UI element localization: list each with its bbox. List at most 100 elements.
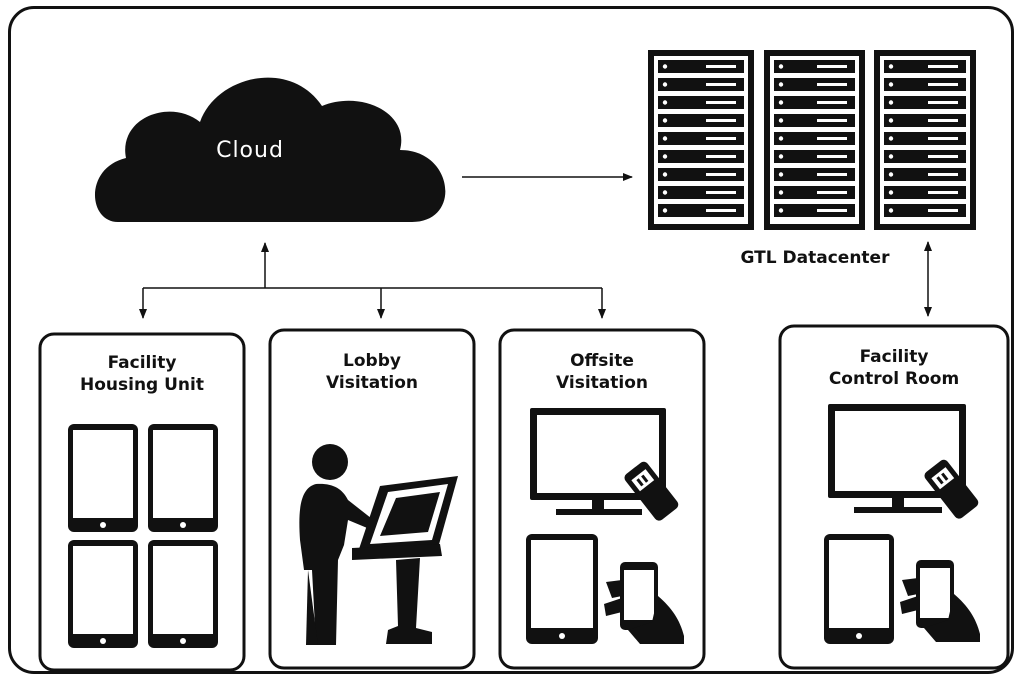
server-unit (658, 78, 744, 91)
server-vent (928, 65, 958, 68)
server-led (662, 136, 668, 141)
server-unit (774, 204, 855, 217)
server-unit (774, 132, 855, 145)
server-led (662, 154, 668, 159)
server-unit (774, 186, 855, 199)
server-unit (774, 114, 855, 127)
server-unit (658, 150, 744, 163)
server-vent (817, 209, 847, 212)
server-unit (658, 204, 744, 217)
server-led (778, 172, 784, 177)
server-vent (706, 173, 736, 176)
remote-control-icon (924, 459, 979, 519)
server-unit (884, 96, 966, 109)
diagram-frame (8, 6, 1014, 674)
server-unit (884, 168, 966, 181)
server-vent (817, 191, 847, 194)
server-led (778, 154, 784, 159)
datacenter-label: GTL Datacenter (740, 248, 890, 268)
server-unit (774, 150, 855, 163)
server-led (662, 82, 668, 87)
server-vent (928, 137, 958, 140)
server-unit (658, 114, 744, 127)
server-led (662, 100, 668, 105)
server-vent (817, 65, 847, 68)
server-led (662, 172, 668, 177)
person-at-kiosk-icon (299, 444, 458, 645)
server-led (662, 64, 668, 69)
cloud-icon (94, 77, 446, 222)
server-vent (928, 191, 958, 194)
server-unit (658, 60, 744, 73)
tablet-icon (68, 424, 138, 532)
server-vent (817, 155, 847, 158)
server-vent (817, 83, 847, 86)
panel-title-lobby: Lobby Visitation (326, 351, 418, 393)
hand-with-phone-icon (900, 560, 980, 642)
server-unit (884, 186, 966, 199)
server-led (778, 190, 784, 195)
tablet-icon (824, 534, 894, 644)
hand-with-phone-icon (604, 562, 684, 644)
panel-title-housing: Facility Housing Unit (79, 353, 204, 395)
server-led (778, 100, 784, 105)
server-vent (928, 83, 958, 86)
server-unit (774, 60, 855, 73)
server-unit (658, 168, 744, 181)
server-vent (706, 191, 736, 194)
panel-title-control: Facility Control Room (828, 347, 960, 389)
server-led (888, 136, 894, 141)
server-led (888, 64, 894, 69)
panel-title-offsite: Offsite Visitation (556, 351, 648, 393)
server-unit (774, 96, 855, 109)
server-led (778, 208, 784, 213)
server-led (662, 118, 668, 123)
server-unit (658, 96, 744, 109)
server-unit (884, 150, 966, 163)
server-unit (884, 78, 966, 91)
server-unit (884, 204, 966, 217)
server-vent (928, 173, 958, 176)
server-unit (658, 186, 744, 199)
server-led (778, 136, 784, 141)
server-led (888, 118, 894, 123)
server-vent (706, 65, 736, 68)
server-unit (658, 132, 744, 145)
server-vent (928, 155, 958, 158)
server-vent (928, 209, 958, 212)
server-led (662, 208, 668, 213)
server-vent (817, 119, 847, 122)
server-vent (706, 137, 736, 140)
server-unit (884, 60, 966, 73)
remote-control-icon (624, 461, 679, 521)
server-vent (928, 119, 958, 122)
server-led (888, 82, 894, 87)
server-vent (817, 101, 847, 104)
server-slots (658, 60, 966, 217)
server-vent (706, 209, 736, 212)
server-unit (884, 132, 966, 145)
tablet-icon (148, 540, 218, 648)
cloud-distribution-connector (139, 242, 606, 319)
server-vent (706, 101, 736, 104)
server-vent (817, 137, 847, 140)
server-vent (706, 83, 736, 86)
server-led (888, 172, 894, 177)
server-led (888, 100, 894, 105)
server-unit (774, 168, 855, 181)
server-led (888, 208, 894, 213)
server-unit (774, 78, 855, 91)
tablet-icon (68, 540, 138, 648)
server-vent (817, 173, 847, 176)
server-led (888, 154, 894, 159)
server-vent (928, 101, 958, 104)
tablet-icon (526, 534, 598, 644)
server-led (778, 64, 784, 69)
cloud-label: Cloud (216, 138, 284, 163)
server-unit (884, 114, 966, 127)
tablet-icon (148, 424, 218, 532)
server-led (888, 190, 894, 195)
server-led (778, 82, 784, 87)
server-vent (706, 155, 736, 158)
